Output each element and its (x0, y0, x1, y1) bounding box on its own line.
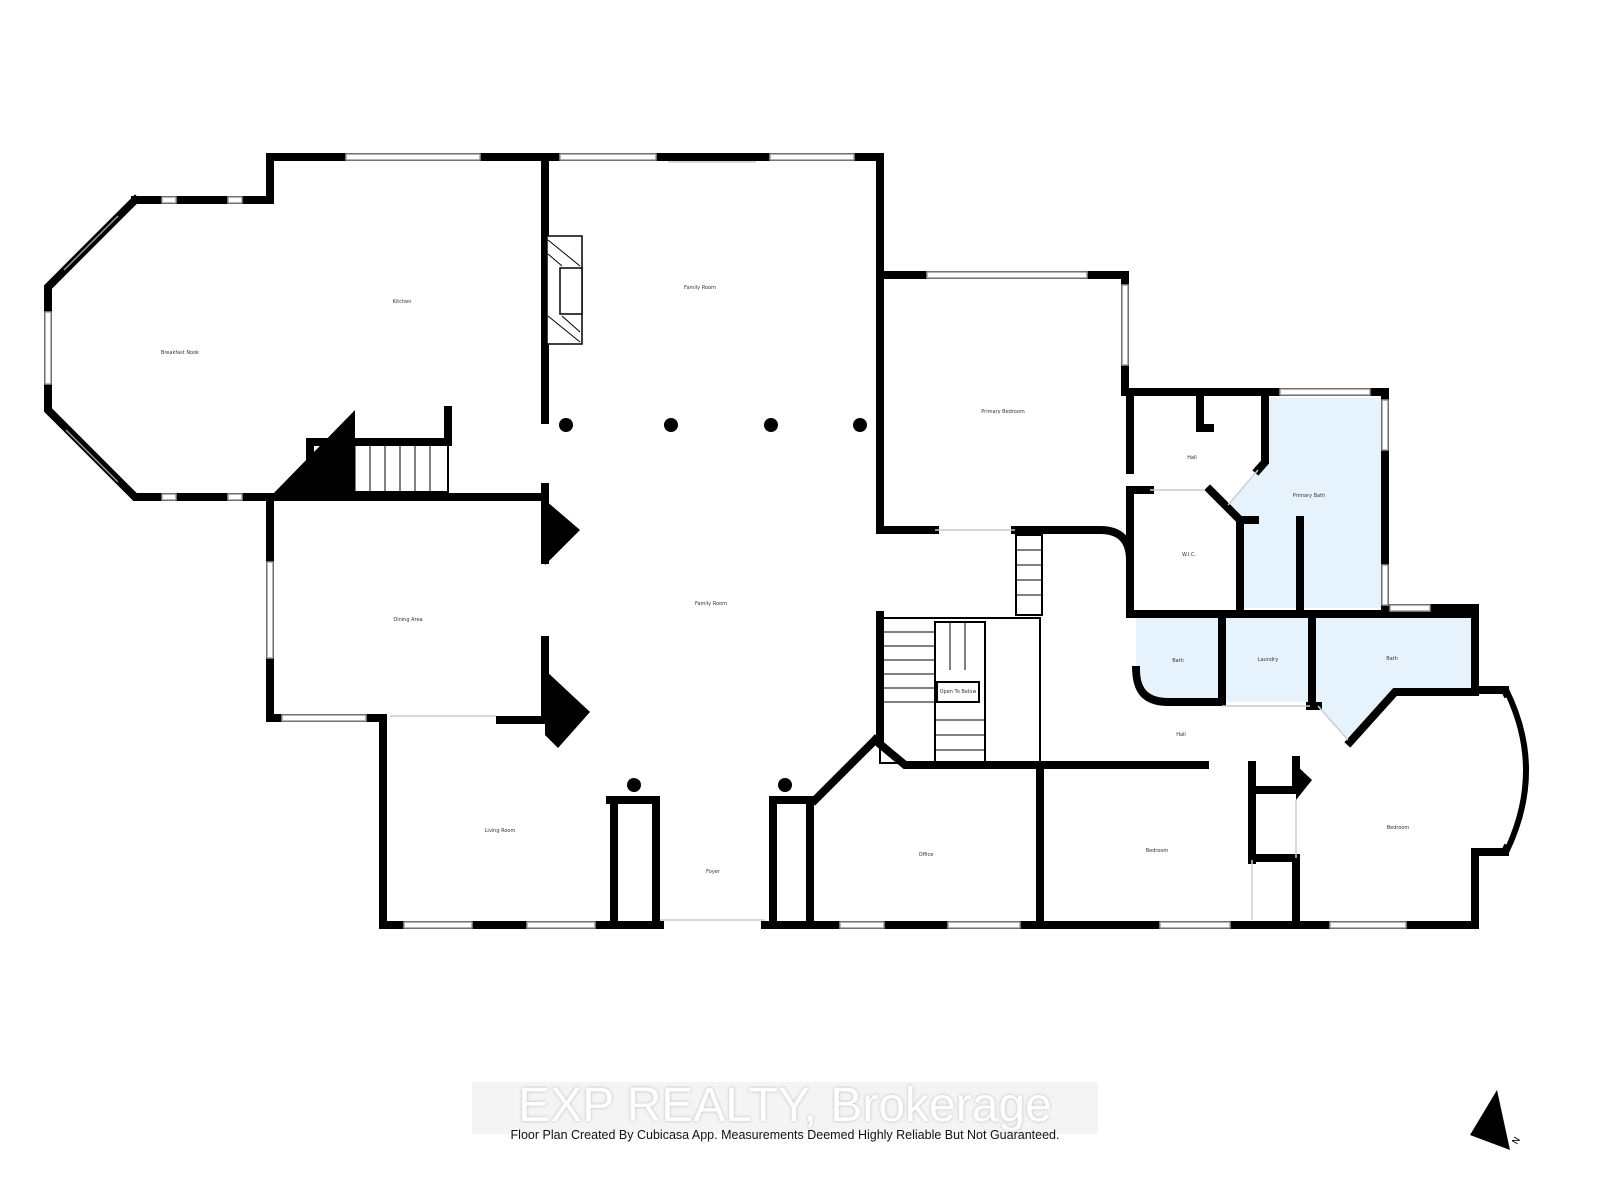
walls (44, 153, 1509, 929)
label-breakfast-nook: Breakfast Nook (161, 350, 199, 356)
label-wic: W.I.C. (1182, 552, 1197, 558)
wedges (270, 410, 1312, 800)
label-primary-bedroom: Primary Bedroom (981, 409, 1025, 415)
label-dining-area: Dining Area (393, 617, 422, 623)
label-bedroom-2: Bedroom (1387, 825, 1410, 831)
door-openings (390, 161, 1349, 921)
room-labels: Breakfast Nook Kitchen Family Room Famil… (161, 285, 1410, 875)
label-open-to-below: Open To Below (940, 689, 977, 695)
label-kitchen: Kitchen (393, 299, 412, 305)
label-family-room-upper: Family Room (684, 285, 716, 291)
label-family-room-lower: Family Room (695, 601, 727, 607)
label-office: Office (919, 852, 934, 858)
bath-2-fill (1316, 614, 1472, 740)
label-foyer: Foyer (706, 869, 721, 875)
label-primary-bath: Primary Bath (1293, 493, 1326, 499)
label-bedroom-1: Bedroom (1146, 848, 1169, 854)
columns (559, 418, 867, 792)
label-bath-2: Bath (1386, 656, 1398, 662)
stairs (309, 444, 1043, 764)
bath-1-fill (1136, 614, 1222, 702)
fireplace (546, 235, 583, 345)
laundry-fill (1226, 614, 1310, 702)
label-hall-lower: Hall (1176, 732, 1186, 738)
label-hall-upper: Hall (1187, 455, 1197, 461)
compass-label: N (1511, 1136, 1523, 1147)
label-laundry: Laundry (1258, 657, 1278, 663)
floor-plan-credit: Floor Plan Created By Cubicasa App. Meas… (510, 1128, 1060, 1142)
windows (44, 153, 1529, 929)
label-bath-1: Bath (1172, 658, 1184, 664)
primary-bath-fill (1228, 398, 1382, 608)
label-living-room: Living Room (485, 828, 516, 834)
watermark: EXP REALTY, Brokerage (472, 1082, 1098, 1134)
compass-north-arrow: N (1470, 1090, 1523, 1150)
